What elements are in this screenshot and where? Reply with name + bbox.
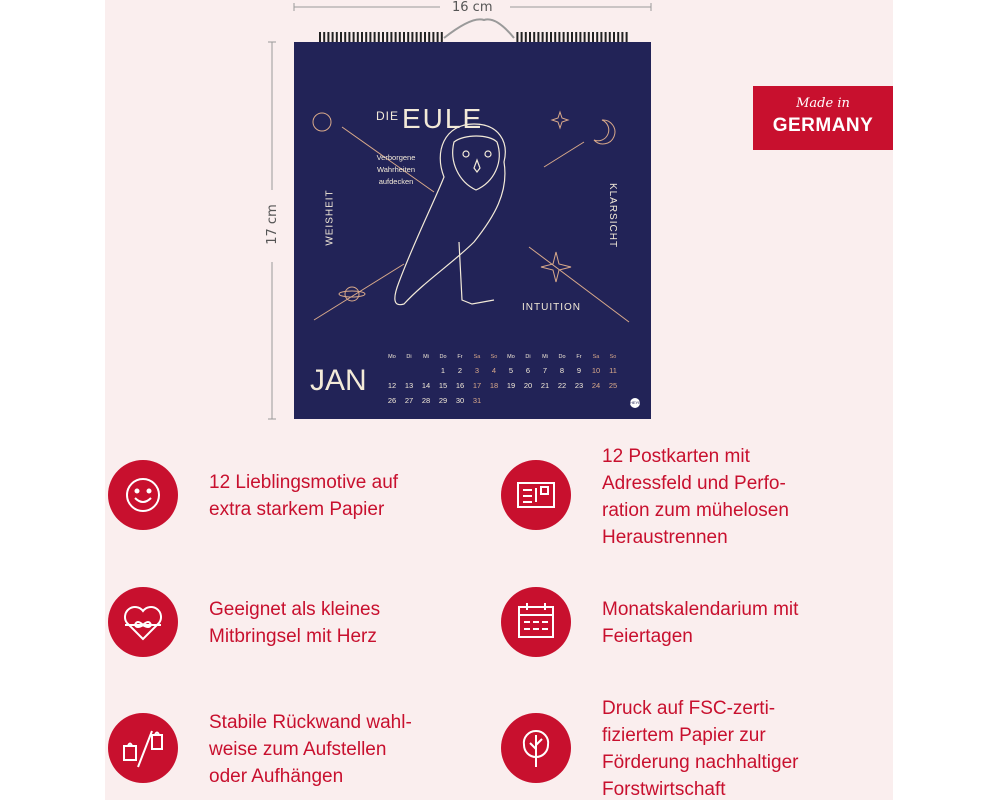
stand-hang-icon: [108, 713, 178, 783]
calendar-day: 17: [472, 381, 482, 390]
calendar-day: 24: [591, 381, 601, 390]
calendar-day: 29: [438, 396, 448, 405]
calendar-day: 22: [557, 381, 567, 390]
calendar-day: 25: [608, 381, 618, 390]
weekday-label: Sa: [592, 354, 600, 360]
calendar-day: 31: [472, 396, 482, 405]
calendar-day: 5: [508, 366, 514, 375]
brand-logo: HEYE: [630, 398, 641, 408]
tree-icon: [501, 713, 571, 783]
title-small: DIE: [376, 109, 400, 123]
calendar-day: 18: [489, 381, 499, 390]
feature-1-text: 12 Lieblingsmotive auf extra starkem Pap…: [209, 472, 399, 520]
calendar-card: DIE EULE Verborgene Wahrheiten aufdecken…: [294, 42, 651, 419]
made-in-germany-badge: Made in GERMANY: [753, 86, 893, 150]
calendar-day: 3: [474, 366, 480, 375]
left-label: WEISHEIT: [324, 189, 336, 246]
month-label: JAN: [310, 364, 367, 397]
weekday-label: Do: [558, 354, 566, 360]
calendar-day: 7: [542, 366, 548, 375]
feature-3-text: Geeignet als kleines Mitbringsel mit Her…: [209, 599, 381, 647]
calendar-day: 9: [576, 366, 582, 375]
calendar-day: 10: [591, 366, 601, 375]
calendar-day: 2: [457, 366, 463, 375]
height-label: 17 cm: [264, 204, 280, 245]
calendar-day: 19: [506, 381, 516, 390]
calendar-day: 14: [421, 381, 431, 390]
feature-2-text: 12 Postkarten mit Adressfeld und Perfo- …: [602, 446, 789, 548]
weekday-label: So: [490, 354, 498, 360]
right-label: KLARSICHT: [607, 182, 619, 249]
weekday-label: Do: [439, 354, 447, 360]
calendar-day: 13: [404, 381, 414, 390]
badge-made-in: Made in: [796, 96, 850, 111]
calendar-day: 1: [440, 366, 446, 375]
calendar-day: 30: [455, 396, 465, 405]
weekday-label: Mo: [388, 354, 396, 360]
feature-4-text: Monatskalendarium mit Feiertagen: [602, 599, 799, 647]
weekday-label: Fr: [457, 354, 463, 360]
calendar-icon: [501, 587, 571, 657]
smiley-icon: [108, 460, 178, 530]
owl-illustration: [312, 110, 630, 323]
width-label: 16 cm: [452, 0, 493, 15]
weekday-label: Mi: [423, 354, 429, 360]
calendar-day: 27: [404, 396, 414, 405]
weekday-label: Fr: [576, 354, 582, 360]
bottom-label: INTUITION: [522, 302, 581, 313]
calendar-day: 12: [387, 381, 397, 390]
gift-heart-icon: [108, 587, 178, 657]
calendar-day: 15: [438, 381, 448, 390]
calendar-day: 21: [540, 381, 550, 390]
calendar-day: 28: [421, 396, 431, 405]
weekday-label: Sa: [473, 354, 481, 360]
feature-6-text: Druck auf FSC-zerti- fiziertem Papier zu…: [602, 698, 799, 800]
calendar-day: 16: [455, 381, 465, 390]
calendar-day: 23: [574, 381, 584, 390]
weekday-label: Mi: [542, 354, 548, 360]
title-big: EULE: [402, 103, 484, 134]
calendar-day: 11: [609, 366, 617, 375]
calendar-day: 6: [525, 366, 531, 375]
postcard-icon: [501, 460, 571, 530]
calendar-day: 4: [491, 366, 497, 375]
subtitle: Verborgene Wahrheiten aufdecken: [376, 153, 416, 186]
weekday-label: Di: [525, 354, 531, 360]
dimension-lines: [268, 3, 652, 420]
weekday-label: Mo: [507, 354, 515, 360]
weekday-label: So: [609, 354, 617, 360]
badge-country: GERMANY: [772, 115, 874, 136]
calendar-day: 8: [559, 366, 565, 375]
feature-5-text: Stabile Rückwand wahl- weise zum Aufstel…: [209, 712, 412, 787]
calendar-day: 26: [387, 396, 397, 405]
weekday-label: Di: [406, 354, 412, 360]
calendar-day: 20: [523, 381, 533, 390]
